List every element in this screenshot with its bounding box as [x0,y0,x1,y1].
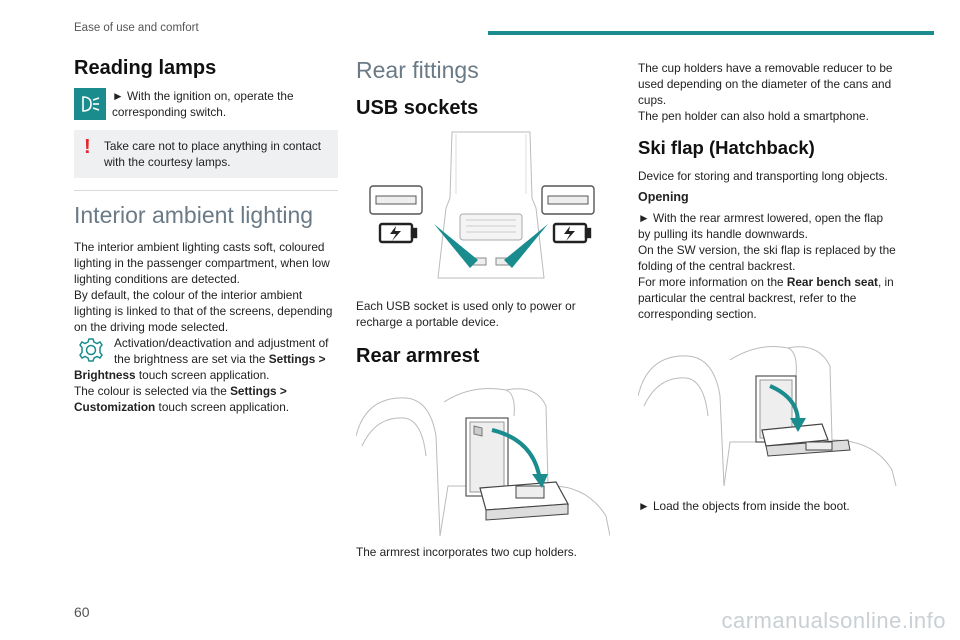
ambient-para-4-text: The colour is selected via the [74,384,231,398]
usb-sockets-figure [369,131,595,279]
reading-lamp-instruction: ► With the ignition on, operate the corr… [74,88,338,120]
customization-menu-path: Settings > Customization [74,384,287,414]
ambient-para-3-end: touch screen application. [135,368,270,382]
ambient-para-2: By default, the colour of the interior a… [74,288,333,334]
opening-sw-note: On the SW version, the ski flap is repla… [638,243,896,273]
ambient-para-4: The colour is selected via the Settings … [74,383,338,415]
ski-flap-title: Ski flap (Hatchback) [638,137,815,158]
reading-lamp-text: ► With the ignition on, operate the corr… [112,89,294,119]
opening-step-1: ► With the rear armrest lowered, open th… [638,211,884,241]
usb-text: Each USB socket is used only to power or… [356,299,576,329]
opening-reference: For more information on the Rear bench s… [638,274,898,322]
warning-text: Take care not to place anything in conta… [104,139,322,169]
cup-holder-text: The cup holders have a removable reducer… [638,61,893,107]
brightness-menu-path: Settings > Brightness [74,352,326,382]
rear-bench-seat-link: Rear bench seat [786,275,878,289]
load-objects-step: ► Load the objects from inside the boot. [638,499,850,513]
ski-flap-figure [638,346,897,486]
warning-icon: ! [84,136,91,158]
running-header: Ease of use and comfort [74,22,199,34]
watermark: carmanualsonline.info [721,608,946,633]
ambient-settings-block: Activation/deactivation and adjustment o… [74,335,338,415]
pen-holder-text: The pen holder can also hold a smartphon… [638,109,869,123]
rear-fittings-title: Rear fittings [356,57,479,83]
ambient-lighting-title: Interior ambient lighting [74,202,314,228]
column-3: The cup holders have a removable reducer… [638,60,898,514]
reference-text-end: , in particular the central backrest, re… [638,275,894,321]
rear-armrest-title: Rear armrest [356,345,480,367]
column-1: Reading lamps ► With the ignition on, op… [74,56,338,415]
settings-gear-icon [74,335,112,365]
reading-lamp-icon [74,88,106,120]
ambient-para-4-end: touch screen application. [155,400,290,414]
usb-sockets-title: USB sockets [356,97,479,119]
ski-flap-intro: Device for storing and transporting long… [638,169,888,183]
warning-box: ! Take care not to place anything in con… [74,130,338,178]
ambient-para-3-text: Activation/deactivation and adjustment o… [114,336,329,366]
header-accent-bar [488,31,934,35]
rear-armrest-figure [356,388,610,536]
ambient-para-1: The interior ambient lighting casts soft… [74,240,330,286]
reference-text: For more information on the [638,275,787,289]
opening-subtitle: Opening [638,190,689,204]
armrest-text: The armrest incorporates two cup holders… [356,545,577,559]
column-2: Rear fittings USB sockets Each USB socke… [356,56,610,560]
reading-lamps-title: Reading lamps [74,57,217,79]
ambient-para-3: Activation/deactivation and adjustment o… [74,335,338,383]
section-divider [74,190,338,191]
page-number: 60 [74,604,90,620]
